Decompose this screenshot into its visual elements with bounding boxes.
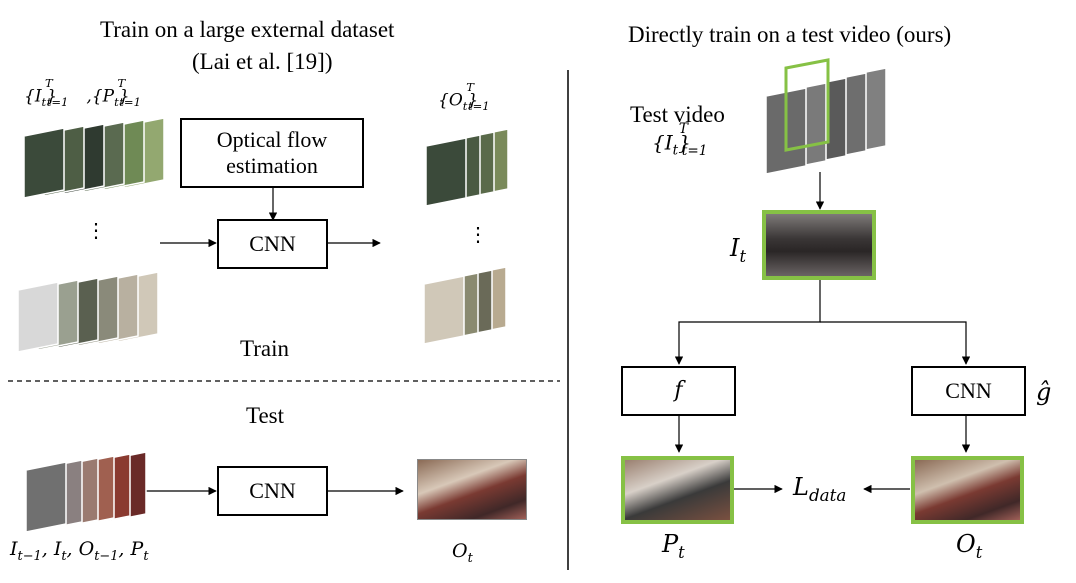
- p-t-label: Pt: [662, 530, 685, 562]
- ellipsis-right: ⋮: [468, 224, 488, 246]
- ellipsis-left: ⋮: [86, 220, 106, 242]
- test-label: Test: [246, 403, 284, 428]
- test-input-frames: [25, 451, 147, 533]
- cnn-test-label: CNN: [249, 477, 296, 503]
- left-title-line1: Train on a large external dataset: [100, 17, 395, 42]
- cnn-test-box: CNN: [217, 466, 328, 516]
- train-inputs-label: {It}Tt=1,{Pt}Tt=1: [24, 76, 141, 110]
- f-box-label: f: [674, 377, 683, 403]
- test-inputs-label: It−1, It, Ot−1, Pt: [10, 538, 149, 564]
- test-output-label: Ot: [452, 540, 473, 566]
- train-output-frames-bottom: [423, 266, 507, 345]
- frame-It-label: It: [730, 234, 747, 266]
- test-video-frames: [765, 58, 887, 175]
- train-label: Train: [240, 336, 289, 361]
- test-output-image: [417, 459, 527, 520]
- o-t-label: Ot: [956, 530, 983, 562]
- train-input-frames-bottom: [17, 271, 159, 353]
- frame-It-image: [762, 210, 876, 280]
- train-outputs-label: {Ot}Tt=1: [438, 80, 490, 114]
- test-video-label: Test video: [630, 102, 725, 127]
- left-title-line2: (Lai et al. [19]): [192, 49, 333, 74]
- optical-flow-box: Optical flow estimation: [180, 118, 364, 188]
- g-hat-label: ĝ: [1036, 378, 1052, 406]
- train-output-frames-top: [425, 128, 509, 207]
- video-frame: [425, 137, 467, 207]
- train-input-frames-top: [23, 117, 165, 199]
- test-video-set-label: {It}Tt=1: [652, 121, 708, 159]
- cnn-g-box: CNN: [911, 366, 1026, 416]
- f-box: f: [621, 366, 736, 416]
- video-frame: [23, 127, 65, 199]
- p-t-image: [621, 456, 734, 524]
- cnn-train-box: CNN: [217, 219, 328, 269]
- loss-label: Ldata: [793, 473, 847, 505]
- optical-flow-label: Optical flow estimation: [216, 126, 328, 178]
- branch-line-right: [820, 321, 971, 365]
- video-frame: [25, 461, 67, 533]
- video-frame: [423, 275, 465, 345]
- cnn-g-label: CNN: [945, 377, 992, 403]
- test-video-current-frame: [784, 58, 830, 152]
- cnn-train-label: CNN: [249, 230, 296, 256]
- right-title: Directly train on a test video (ours): [628, 22, 952, 47]
- video-frame: [17, 281, 59, 353]
- branch-line: [674, 280, 821, 365]
- o-t-image: [911, 456, 1024, 524]
